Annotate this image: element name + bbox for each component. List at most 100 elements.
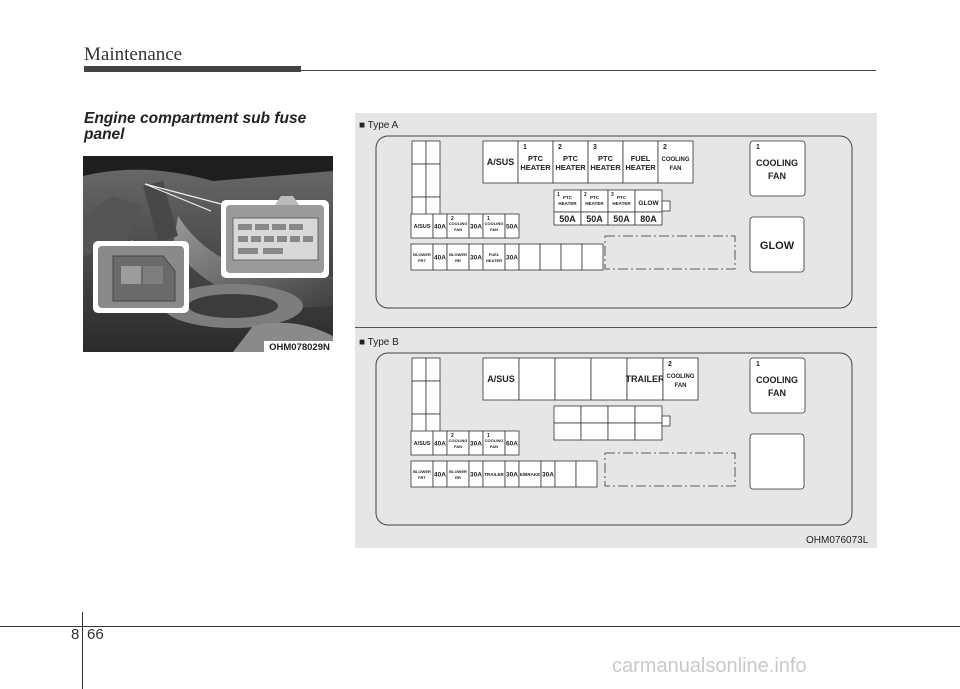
fuse-number: 2 bbox=[668, 361, 672, 368]
type-b-mid-slot-0 bbox=[553, 405, 582, 424]
type-b-big-fuse-1: TRAILER bbox=[626, 357, 665, 401]
fuse-label: PTC bbox=[590, 195, 600, 200]
relay-slot bbox=[411, 357, 427, 382]
fuse-rating: 40A bbox=[434, 472, 446, 479]
fuse-number: 1 bbox=[756, 144, 760, 151]
type-b-empty-big-2 bbox=[590, 357, 628, 401]
fuse-rating: 40A bbox=[434, 255, 446, 262]
fuse-label: HEATER bbox=[520, 163, 551, 172]
diagram-code: OHM076073L bbox=[806, 535, 869, 546]
fuse-number: 2 bbox=[451, 433, 454, 439]
fuse-rating-box bbox=[504, 430, 520, 456]
type-a-empty-slot-1 bbox=[539, 243, 562, 271]
fuse-label: FAN bbox=[675, 383, 687, 389]
fuse-number: 2 bbox=[584, 192, 587, 198]
page-number: 66 bbox=[87, 626, 104, 643]
type-a-empty-slot-0 bbox=[518, 243, 541, 271]
header-title: Maintenance bbox=[84, 44, 183, 65]
fuse-box bbox=[749, 216, 805, 273]
fuse-label: A/SUS bbox=[487, 374, 515, 384]
fuse-rating: 50A bbox=[506, 224, 518, 231]
fuse-box bbox=[626, 357, 664, 401]
header-rule bbox=[301, 70, 876, 71]
fuse-rating: 30A bbox=[506, 472, 518, 479]
fuse-label: FRT bbox=[418, 258, 426, 263]
fuse-number: 1 bbox=[487, 433, 490, 439]
fuse-rating: 60A bbox=[506, 441, 518, 448]
fuse-label: PTC bbox=[617, 195, 627, 200]
fuse-box bbox=[749, 357, 806, 414]
type-b-mid-slot-5 bbox=[580, 422, 609, 441]
fuse-rating: 80A bbox=[640, 214, 657, 224]
panel-divider bbox=[355, 327, 877, 328]
fuse-rating: 50A bbox=[559, 214, 576, 224]
type-b-mid-slot-3 bbox=[634, 405, 663, 424]
fuse-label: BLOWER bbox=[449, 469, 467, 474]
fuse-box bbox=[517, 140, 554, 184]
fuse-label: FAN bbox=[768, 388, 786, 398]
type-b-empty-relay bbox=[749, 433, 805, 490]
fuse-box bbox=[552, 140, 589, 184]
fuse-label: COOLING bbox=[662, 157, 690, 163]
fuse-box bbox=[622, 140, 659, 184]
fuse-rating: 50A bbox=[586, 214, 603, 224]
fuse-label: FAN bbox=[490, 444, 498, 449]
fuse-box bbox=[410, 243, 434, 271]
fuse-rating: 30A bbox=[542, 472, 554, 479]
fuse-tab bbox=[661, 200, 671, 212]
relay-slot bbox=[411, 163, 427, 198]
fuse-number: 1 bbox=[756, 361, 760, 368]
footer-rule bbox=[0, 626, 960, 627]
fuse-label: COOLING bbox=[449, 438, 468, 443]
fuse-label: PTC bbox=[528, 154, 544, 163]
fuse-label: COOLING bbox=[485, 438, 504, 443]
fuse-box bbox=[482, 140, 519, 184]
type-a-spare-area bbox=[604, 235, 736, 270]
fuse-number: 1 bbox=[523, 144, 527, 151]
relay-slot bbox=[425, 140, 441, 165]
fuse-rating: 50A bbox=[613, 214, 630, 224]
type-b-empty-big-1 bbox=[554, 357, 592, 401]
fuse-rating: 40A bbox=[434, 224, 446, 231]
fuse-rating: 30A bbox=[470, 255, 482, 262]
fuse-label: HEATER bbox=[555, 163, 586, 172]
fuse-label: BLOWER bbox=[413, 252, 431, 257]
type-b-mid-slot-2 bbox=[607, 405, 636, 424]
fuse-box bbox=[749, 140, 806, 197]
type-b-mid-slot-7 bbox=[634, 422, 663, 441]
fuse-label: COOLING bbox=[667, 374, 695, 380]
fuse-rating: 30A bbox=[470, 441, 482, 448]
relay-slot bbox=[411, 380, 427, 415]
fuse-rating: 40A bbox=[434, 441, 446, 448]
type-b-mid-slot-6 bbox=[607, 422, 636, 441]
type-a-glow-relay: GLOW bbox=[749, 216, 805, 273]
fuse-number: 1 bbox=[487, 216, 490, 222]
type-b-label: ■ Type B bbox=[359, 337, 399, 348]
fuse-label: FUEL bbox=[489, 252, 500, 257]
fuse-number: 1 bbox=[557, 192, 560, 198]
type-b-big-fuse-0: A/SUS bbox=[482, 357, 520, 401]
fuse-label: RR bbox=[455, 258, 461, 263]
fuse-tab bbox=[661, 415, 671, 427]
fuse-rating: 30A bbox=[506, 255, 518, 262]
fuse-label: E/BRAKE bbox=[520, 472, 540, 477]
type-a-label: ■ Type A bbox=[359, 120, 399, 131]
